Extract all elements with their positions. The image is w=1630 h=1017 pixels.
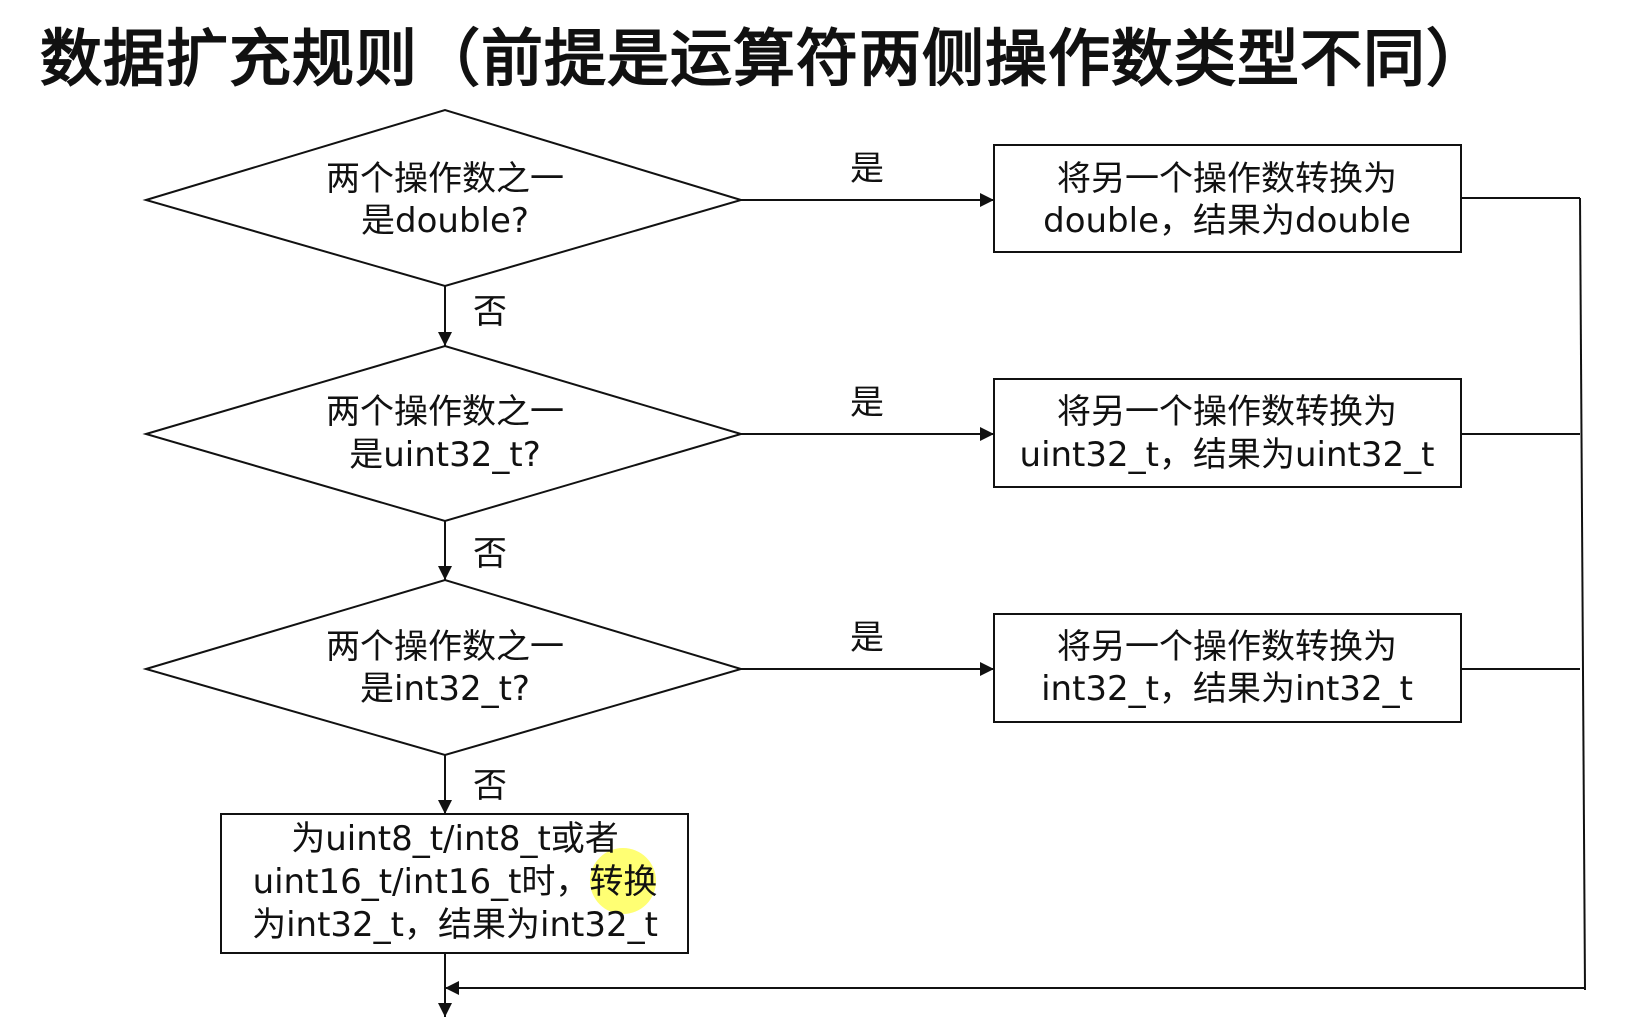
decision-int32-line2: 是int32_t? <box>360 669 530 709</box>
cursor-highlight <box>590 848 656 914</box>
merge-vertical <box>1579 197 1586 991</box>
result-uint32-line2: uint32_t，结果为uint32_t <box>1020 435 1435 475</box>
edge-label-yes-3: 是 <box>850 618 884 658</box>
result-small-int: 为uint8_t/int8_t或者 uint16_t/int16_t时，转换 为… <box>220 813 689 954</box>
decision-double-line1: 两个操作数之一 <box>326 159 564 199</box>
result-int32: 将另一个操作数转换为 int32_t，结果为int32_t <box>993 613 1462 723</box>
result-small-int-line3: 为int32_t，结果为int32_t <box>252 905 658 945</box>
result-double-line1: 将另一个操作数转换为 <box>1057 159 1397 199</box>
decision-uint32-line2: 是uint32_t? <box>349 435 541 475</box>
result-int32-line1: 将另一个操作数转换为 <box>1057 627 1397 667</box>
edge-label-no-1: 否 <box>473 292 507 332</box>
decision-double: 两个操作数之一 是double? <box>142 108 745 288</box>
edge-label-yes-1: 是 <box>850 149 884 189</box>
result-uint32: 将另一个操作数转换为 uint32_t，结果为uint32_t <box>993 378 1462 488</box>
result-uint32-line1: 将另一个操作数转换为 <box>1057 392 1397 432</box>
result-double: 将另一个操作数转换为 double，结果为double <box>993 144 1462 253</box>
edge-label-yes-2: 是 <box>850 383 884 423</box>
result-small-int-line2: uint16_t/int16_t时，转换 <box>253 862 658 902</box>
decision-uint32: 两个操作数之一 是uint32_t? <box>142 344 745 523</box>
decision-int32-line1: 两个操作数之一 <box>326 627 564 667</box>
edge-label-no-3: 否 <box>473 766 507 806</box>
result-int32-line2: int32_t，结果为int32_t <box>1041 669 1413 709</box>
edge-label-no-2: 否 <box>473 534 507 574</box>
decision-double-line2: 是double? <box>361 201 529 241</box>
decision-int32: 两个操作数之一 是int32_t? <box>142 578 745 757</box>
decision-uint32-line1: 两个操作数之一 <box>326 392 564 432</box>
result-double-line2: double，结果为double <box>1043 201 1411 241</box>
page-title: 数据扩充规则（前提是运算符两侧操作数类型不同） <box>40 22 1490 95</box>
result-small-int-line1: 为uint8_t/int8_t或者 <box>291 819 619 859</box>
